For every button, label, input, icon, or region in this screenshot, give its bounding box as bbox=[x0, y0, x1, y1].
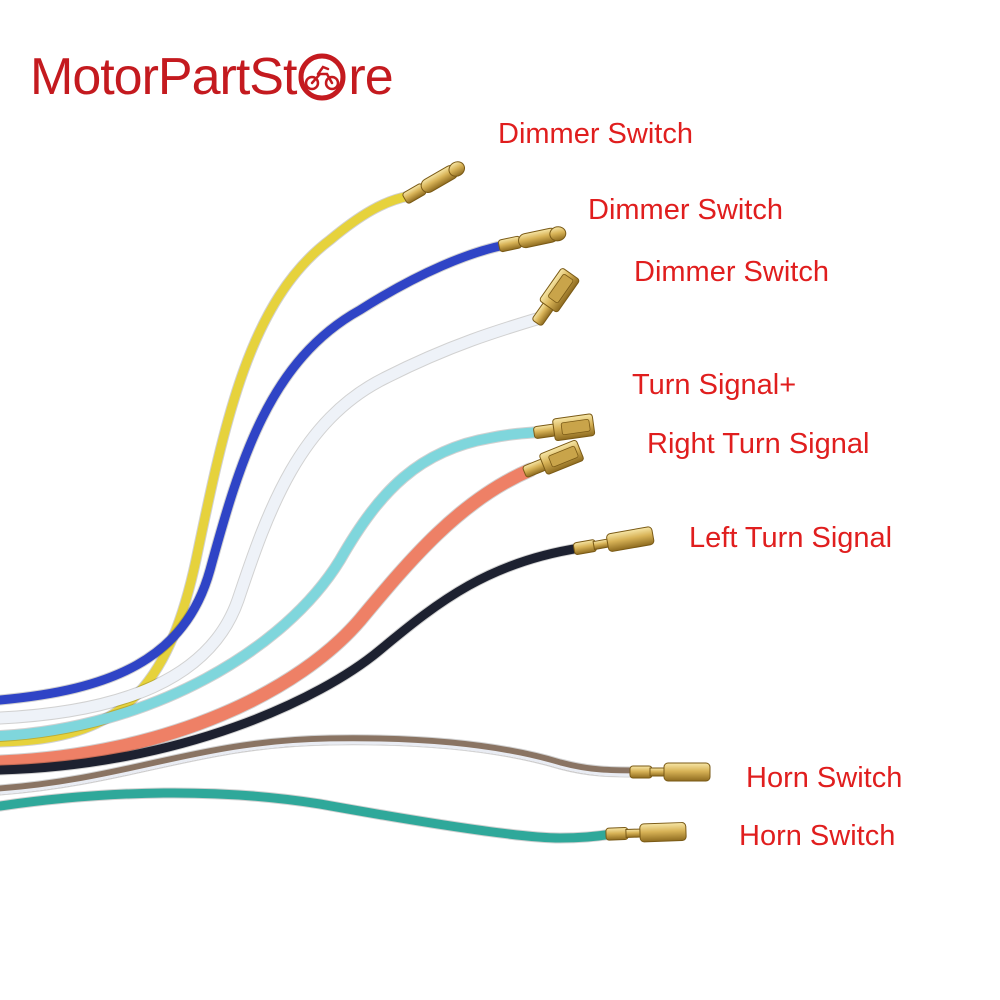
label-horn-switch-2: Horn Switch bbox=[739, 820, 896, 852]
terminal-8-male-spade bbox=[605, 822, 687, 843]
wire-5 bbox=[0, 463, 537, 769]
label-right-turn-signal: Right Turn Signal bbox=[647, 428, 870, 460]
wire-2 bbox=[0, 240, 510, 705]
label-dimmer-switch-3: Dimmer Switch bbox=[634, 256, 829, 288]
wire-bundle bbox=[0, 190, 642, 844]
wire-8 bbox=[0, 788, 617, 843]
wire-7 bbox=[0, 735, 641, 795]
logo-text-end: re bbox=[348, 48, 393, 106]
terminal-5-female-spade bbox=[522, 439, 584, 478]
wire-shadow bbox=[0, 239, 511, 706]
motorcycle-in-ring-icon bbox=[298, 53, 346, 101]
terminal-7-male-spade bbox=[629, 762, 711, 782]
terminal-3-female-spade bbox=[532, 268, 580, 326]
terminal-group bbox=[402, 161, 711, 843]
terminal-1-bullet bbox=[402, 161, 466, 204]
label-turn-signal-plus: Turn Signal+ bbox=[632, 369, 797, 401]
wire-3 bbox=[0, 312, 546, 724]
terminal-6-male-spade bbox=[573, 526, 655, 555]
label-dimmer-switch-1: Dimmer Switch bbox=[498, 118, 693, 150]
wire-6 bbox=[0, 543, 585, 775]
store-logo: MotorPartSt re bbox=[30, 42, 394, 112]
terminal-2-bullet bbox=[497, 226, 567, 253]
label-horn-switch-1: Horn Switch bbox=[746, 762, 903, 794]
label-left-turn-signal: Left Turn Signal bbox=[689, 522, 893, 554]
wire-4 bbox=[0, 427, 545, 741]
terminal-4-female-spade bbox=[533, 413, 596, 442]
label-dimmer-switch-2: Dimmer Switch bbox=[588, 194, 783, 226]
logo-text-start: MotorPartSt bbox=[30, 48, 297, 106]
wire-1 bbox=[0, 191, 415, 747]
wire-stripe bbox=[0, 741, 637, 795]
